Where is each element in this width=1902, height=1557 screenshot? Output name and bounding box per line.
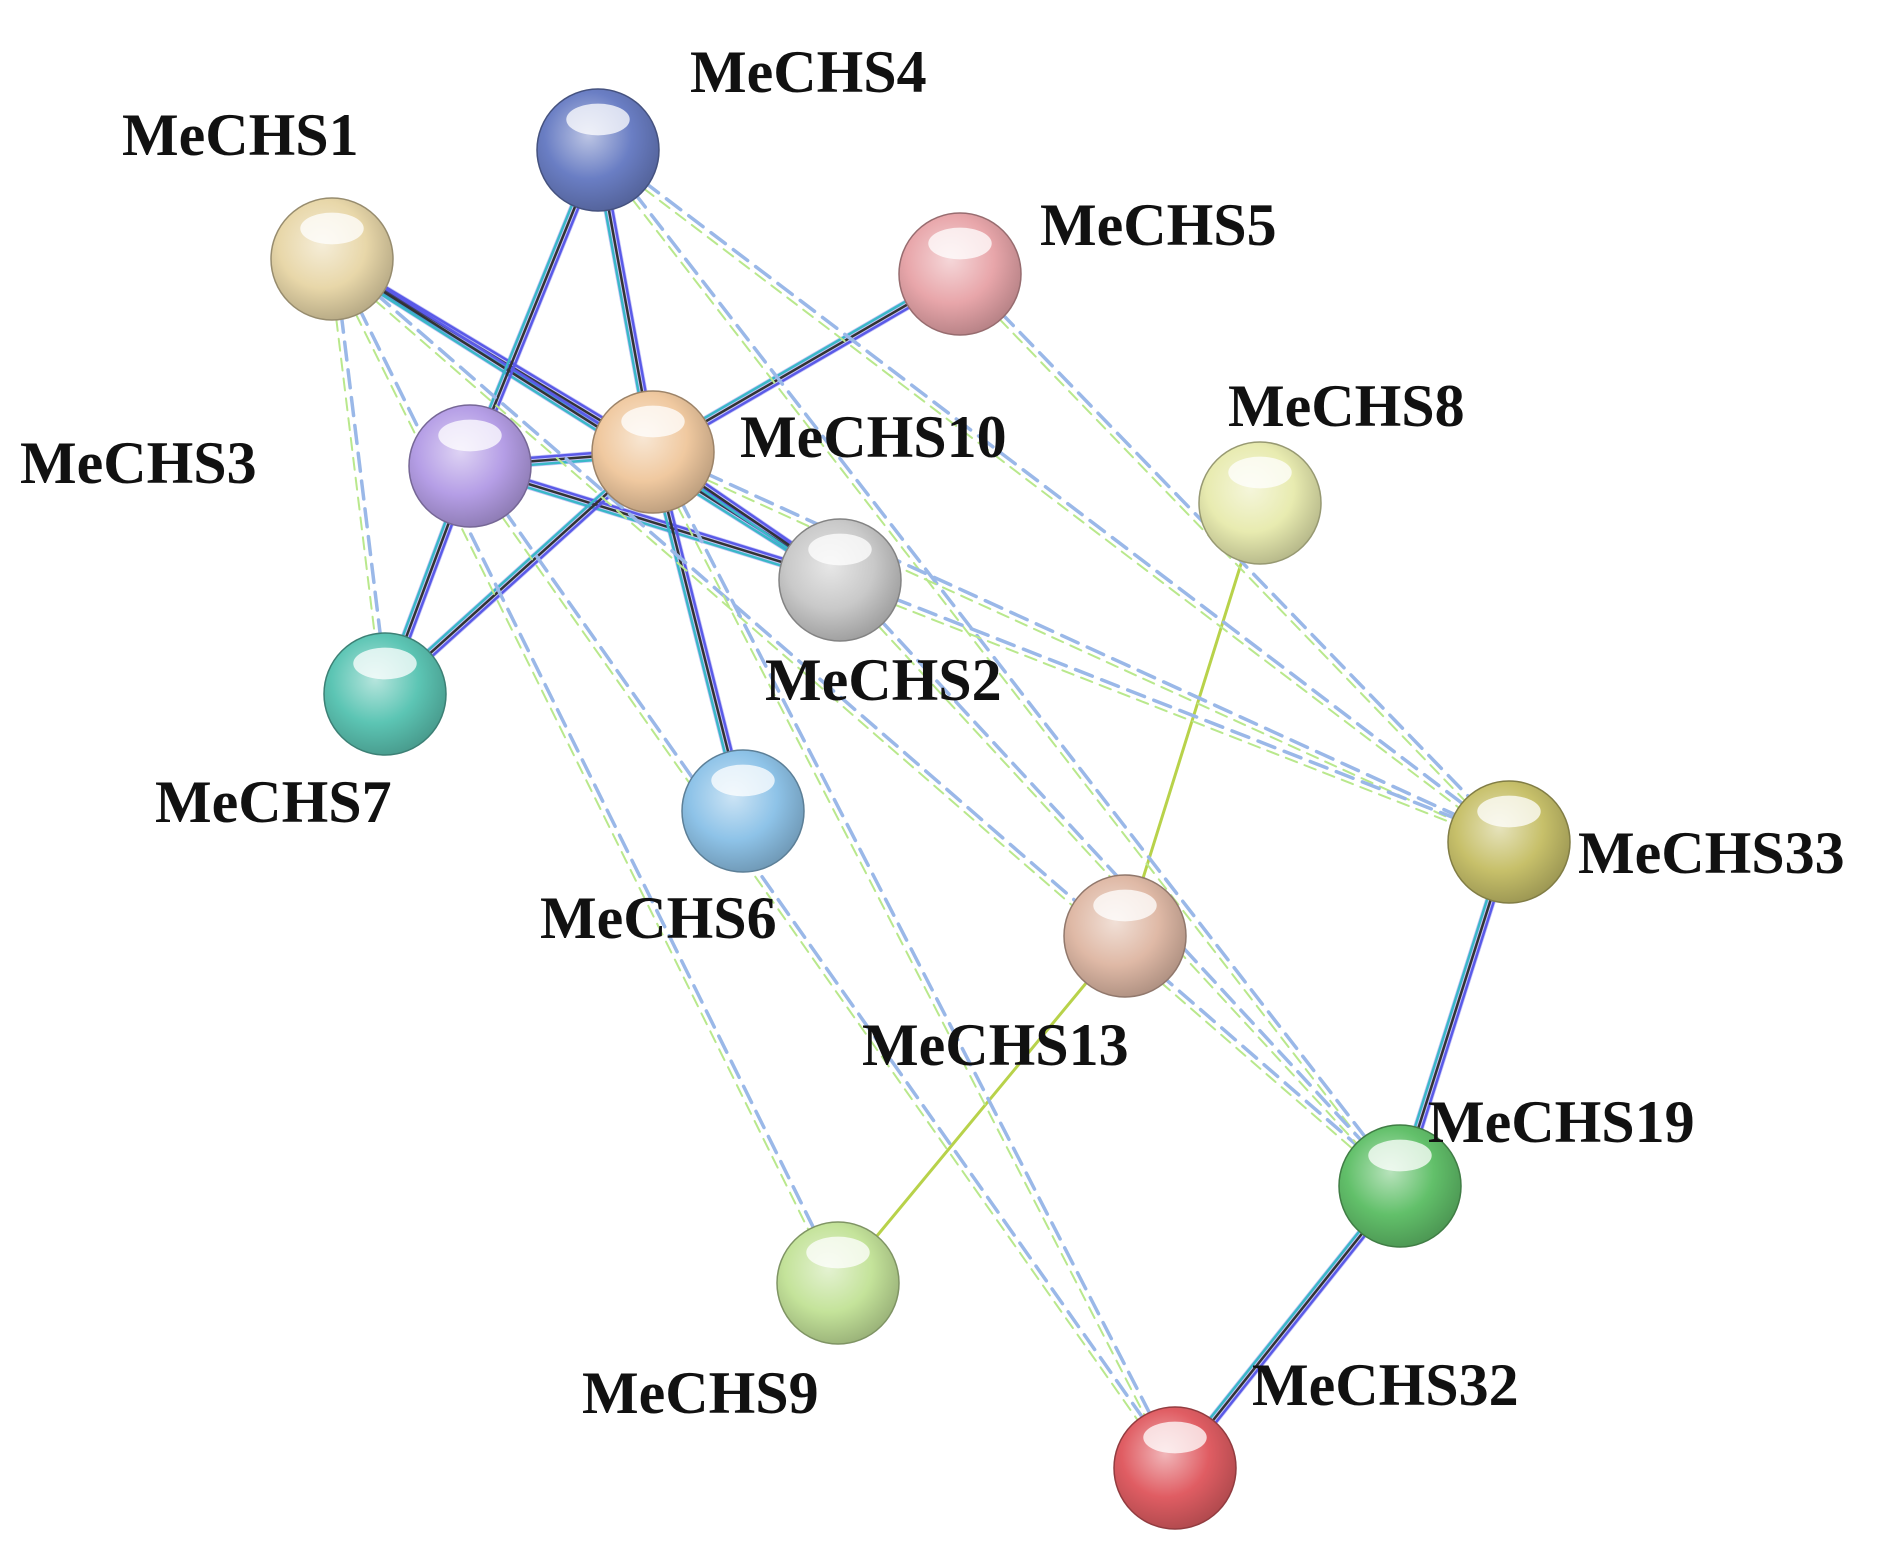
node-MeCHS4[interactable]: [536, 88, 660, 212]
edge-MeCHS3-MeCHS2: [464, 460, 846, 586]
node-label-MeCHS9: MeCHS9: [582, 1360, 819, 1426]
node-label-MeCHS2: MeCHS2: [765, 647, 1002, 713]
node-MeCHS13[interactable]: [1063, 874, 1187, 998]
node-MeCHS3[interactable]: [408, 404, 532, 528]
node-highlight: [806, 1236, 870, 1269]
node-MeCHS2[interactable]: [778, 518, 902, 642]
node-highlight: [928, 227, 992, 260]
node-highlight: [438, 419, 502, 452]
edge-MeCHS10-MeCHS32: [649, 449, 1179, 1471]
node-highlight: [1093, 889, 1157, 922]
node-highlight: [1228, 456, 1292, 489]
edge-MeCHS4-MeCHS19: [594, 146, 1404, 1189]
edge-MeCHS2-MeCHS33: [837, 575, 1512, 846]
node-highlight: [300, 212, 364, 245]
node-label-MeCHS7: MeCHS7: [155, 769, 392, 835]
node-MeCHS5[interactable]: [898, 212, 1022, 336]
edge-MeCHS10-MeCHS33: [650, 447, 1512, 846]
node-highlight: [566, 103, 630, 136]
node-MeCHS1[interactable]: [270, 197, 394, 321]
node-label-MeCHS33: MeCHS33: [1578, 820, 1845, 886]
node-label-MeCHS4: MeCHS4: [690, 39, 927, 105]
node-highlight: [1477, 795, 1541, 828]
node-MeCHS33[interactable]: [1447, 780, 1571, 904]
node-label-MeCHS1: MeCHS1: [122, 102, 359, 168]
node-label-MeCHS3: MeCHS3: [20, 430, 257, 496]
edge-MeCHS13-MeCHS9: [836, 934, 1127, 1285]
node-MeCHS8[interactable]: [1198, 441, 1322, 565]
node-label-MeCHS32: MeCHS32: [1252, 1352, 1519, 1418]
node-MeCHS19[interactable]: [1338, 1124, 1462, 1248]
node-highlight: [353, 647, 417, 680]
node-highlight: [1368, 1139, 1432, 1172]
node-MeCHS7[interactable]: [323, 632, 447, 756]
node-highlight: [1143, 1421, 1207, 1454]
node-label-MeCHS19: MeCHS19: [1428, 1089, 1695, 1155]
edge-MeCHS4-MeCHS33: [595, 146, 1513, 846]
node-highlight: [711, 764, 775, 797]
node-label-MeCHS13: MeCHS13: [862, 1012, 1129, 1078]
nodes-layer: [270, 88, 1571, 1530]
node-MeCHS9[interactable]: [776, 1221, 900, 1345]
node-MeCHS32[interactable]: [1113, 1406, 1237, 1530]
edge-MeCHS1-MeCHS19: [329, 255, 1404, 1190]
node-highlight: [808, 533, 872, 566]
edges-layer: [326, 144, 1515, 1474]
node-label-MeCHS5: MeCHS5: [1040, 192, 1277, 258]
edge-MeCHS1-MeCHS7: [328, 256, 390, 696]
node-label-MeCHS10: MeCHS10: [740, 404, 1007, 470]
labels-layer: MeCHS1MeCHS2MeCHS3MeCHS4MeCHS5MeCHS6MeCH…: [20, 39, 1845, 1426]
edge-MeCHS3-MeCHS32: [466, 462, 1179, 1471]
edge-MeCHS1-MeCHS9: [328, 256, 842, 1286]
node-label-MeCHS6: MeCHS6: [540, 885, 777, 951]
node-label-MeCHS8: MeCHS8: [1228, 373, 1465, 439]
node-MeCHS10[interactable]: [591, 390, 715, 514]
node-highlight: [621, 405, 685, 438]
node-MeCHS6[interactable]: [681, 749, 805, 873]
